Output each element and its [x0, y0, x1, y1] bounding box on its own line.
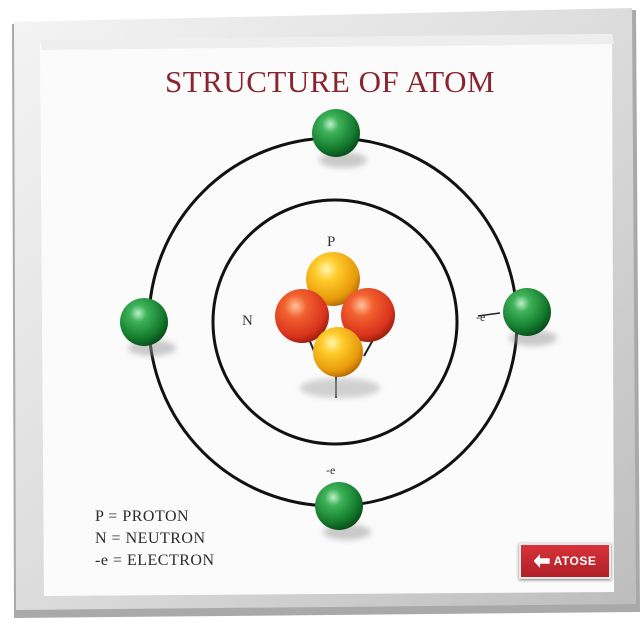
- legend-item-proton: P = PROTON: [95, 508, 190, 525]
- nucleus: [275, 252, 395, 398]
- nucleus-shadow: [300, 378, 380, 398]
- electron-marker-bottom: -e: [326, 463, 335, 477]
- neutron-ball-right: [341, 288, 395, 342]
- legend: P = PROTON N = NEUTRON -e = ELECTRON: [95, 506, 215, 572]
- electron-pointer-line: [477, 312, 501, 317]
- proton-ball-top: [306, 252, 360, 306]
- panel-top-bevel: [40, 34, 614, 50]
- electron-left: [120, 298, 176, 356]
- electron-bottom: [315, 482, 371, 540]
- proton-marker: P: [327, 234, 335, 250]
- legend-item-electron: -e = ELECTRON: [95, 552, 215, 569]
- brand-logo-text: ATOSE: [553, 554, 597, 568]
- display-frame: [12, 8, 640, 618]
- brand-arrow-icon: [533, 554, 550, 568]
- electron-right: [503, 288, 557, 346]
- page-title: STRUCTURE OF ATOM: [165, 64, 496, 99]
- brand-logo: ATOSE: [519, 543, 611, 579]
- inner-orbit: [211, 198, 459, 446]
- proton-ball-bottom: [313, 327, 363, 377]
- legend-item-neutron: N = NEUTRON: [95, 530, 206, 547]
- neutron-ball-left: [275, 289, 329, 343]
- electron-top: [312, 109, 367, 168]
- electron-marker-right: -e: [476, 310, 485, 324]
- neutron-marker: N: [242, 313, 253, 329]
